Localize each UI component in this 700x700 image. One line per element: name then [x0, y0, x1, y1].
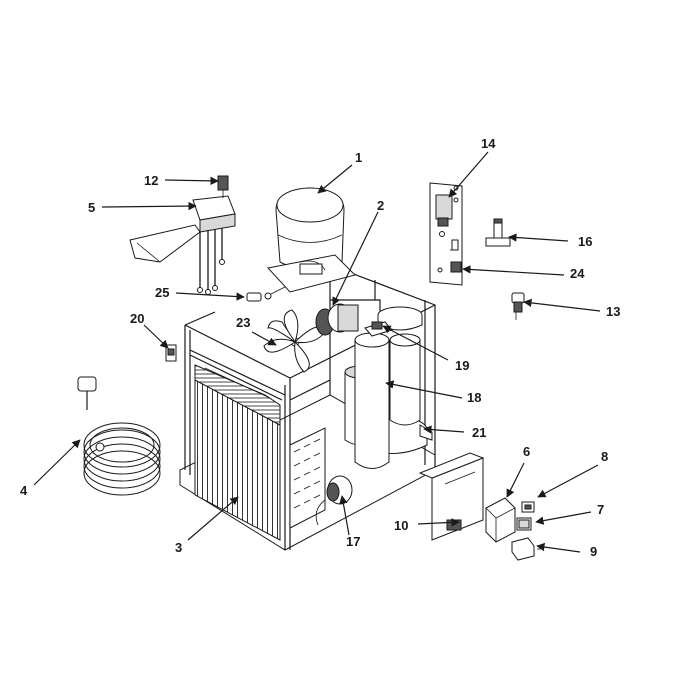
callout-21: 21 — [472, 425, 486, 440]
callout-19: 19 — [455, 358, 469, 373]
drain-valve — [511, 292, 525, 320]
condenser — [194, 364, 326, 541]
callout-8: 8 — [601, 449, 608, 464]
pressure-switch — [246, 286, 286, 302]
evaporator-assembly — [344, 306, 433, 469]
callout-14: 14 — [481, 136, 496, 151]
callout-23: 23 — [236, 315, 250, 330]
callout-6: 6 — [523, 444, 530, 459]
tee-fitting — [485, 218, 511, 247]
callout-13: 13 — [606, 304, 620, 319]
callout-3: 3 — [175, 540, 182, 555]
callout-5: 5 — [88, 200, 95, 215]
hi-pressure-cutout — [165, 344, 177, 362]
callout-18: 18 — [467, 390, 481, 405]
callout-17: 17 — [346, 534, 360, 549]
callout-labels: 1 2 3 4 5 6 7 8 9 10 12 13 14 16 17 18 1… — [20, 136, 620, 559]
callout-2: 2 — [377, 198, 384, 213]
callout-4: 4 — [20, 483, 28, 498]
callout-24: 24 — [570, 266, 585, 281]
water-valve-panel — [429, 182, 463, 286]
contactor — [485, 497, 516, 543]
callout-20: 20 — [130, 311, 144, 326]
callout-16: 16 — [578, 234, 592, 249]
callout-10: 10 — [394, 518, 408, 533]
relay — [521, 501, 535, 513]
bin-control — [129, 175, 236, 295]
callout-7: 7 — [597, 502, 604, 517]
callout-25: 25 — [155, 285, 169, 300]
gear-motor-bracket — [364, 321, 393, 337]
callout-9: 9 — [590, 544, 597, 559]
control-box — [418, 452, 485, 541]
terminal-block — [511, 537, 541, 561]
water-coil — [77, 376, 161, 496]
capacitor — [516, 517, 532, 531]
callout-12: 12 — [144, 173, 158, 188]
callout-1: 1 — [355, 150, 362, 165]
leader-lines — [33, 151, 601, 553]
compressor — [267, 187, 356, 293]
fan-motor — [315, 299, 381, 336]
